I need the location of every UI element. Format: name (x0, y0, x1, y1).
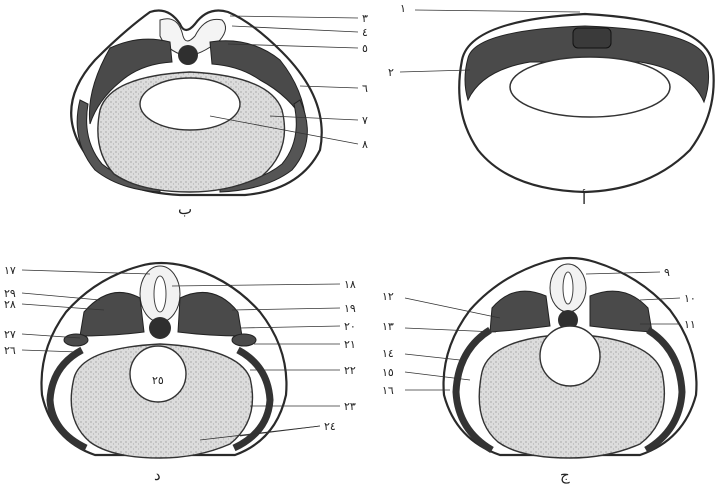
panel-b-caption: ب (178, 200, 192, 218)
label-3: ٣ (362, 12, 368, 25)
panel-c-caption: ج (560, 466, 570, 484)
label-11: ١١ (684, 318, 696, 331)
panel-c-left-somite (490, 291, 550, 332)
panel-d-right-somite (178, 292, 242, 336)
panel-d: ٢٥ ١٨ ١٩ ٢٠ ٢١ ٢٢ ٢٣ ٢٤ ١٧ ٢٩ ٢٨ ٢٧ ٢٦ د (4, 263, 356, 484)
panel-c-neural-canal (563, 272, 573, 304)
label-23: ٢٣ (344, 400, 356, 413)
label-27: ٢٧ (4, 328, 16, 341)
label-16: ١٦ (382, 384, 394, 397)
panel-a: ١ ٢ أ (388, 2, 714, 208)
label-2: ٢ (388, 66, 394, 79)
label-22: ٢٢ (344, 364, 356, 377)
panel-c-yolk-cavity (540, 326, 600, 386)
panel-a-yolk-cavity (510, 57, 670, 117)
label-8: ٨ (362, 138, 368, 151)
label-14: ١٤ (382, 347, 394, 360)
panel-c-right-somite (590, 291, 652, 332)
label-13: ١٣ (382, 320, 394, 333)
panel-d-caption: د (154, 466, 161, 484)
panel-d-notochord (149, 317, 171, 339)
label-20: ٢٠ (344, 320, 356, 333)
label-28: ٢٨ (4, 298, 16, 311)
panel-d-neural-canal (154, 276, 166, 312)
panel-b-yolk-cavity (140, 78, 240, 130)
label-24: ٢٤ (324, 420, 336, 433)
panel-d-right-duct (232, 334, 256, 346)
label-26: ٢٦ (4, 344, 16, 357)
label-1: ١ (400, 2, 406, 15)
label-4: ٤ (362, 26, 368, 39)
panel-b: ٣ ٤ ٥ ٦ ٧ ٨ ب (71, 11, 368, 219)
panel-a-caption: أ (582, 189, 586, 208)
label-19: ١٩ (344, 302, 356, 315)
label-21: ٢١ (344, 338, 356, 351)
label-6: ٦ (362, 82, 368, 95)
panel-c: ٩ ١٠ ١١ ١٢ ١٣ ١٤ ١٥ ١٦ ج (382, 258, 696, 484)
label-7: ٧ (362, 114, 368, 127)
panel-d-left-duct (64, 334, 88, 346)
label-5: ٥ (362, 42, 368, 55)
label-17: ١٧ (4, 264, 16, 277)
label-12: ١٢ (382, 290, 394, 303)
panel-b-notochord (178, 45, 198, 65)
label-9: ٩ (664, 266, 670, 279)
label-18: ١٨ (344, 278, 356, 291)
panel-a-notochord (573, 28, 611, 48)
label-15: ١٥ (382, 366, 394, 379)
label-25: ٢٥ (152, 374, 164, 387)
label-10: ١٠ (684, 292, 696, 305)
